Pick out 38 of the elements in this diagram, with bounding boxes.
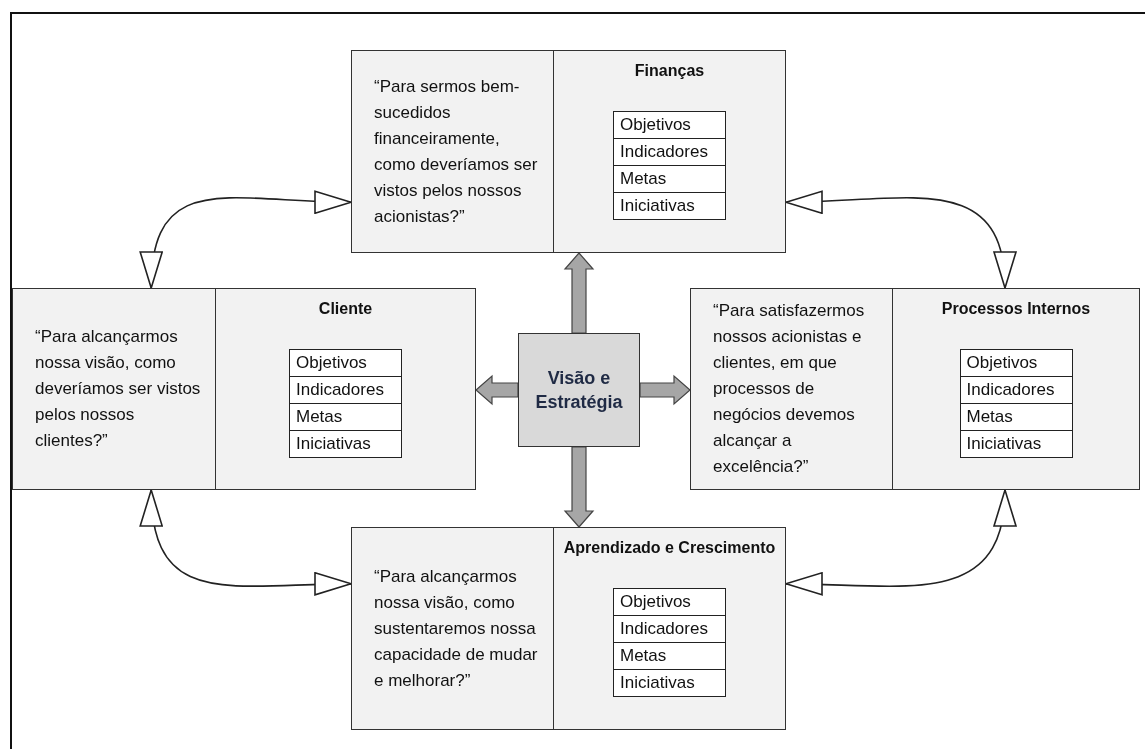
center-box xyxy=(518,333,640,447)
question-text: “Para alcançarmos nossa visão, como deveríamos ser vistos pelos nossos clientes?” xyxy=(35,326,202,452)
perspective-panel xyxy=(12,288,476,490)
question-text: “Para alcançarmos nossa visão, como sustentaremos nossa capacidade de mudar e melhorar?” xyxy=(374,565,539,692)
table-row: Iniciativas xyxy=(289,430,402,458)
table-row: Metas xyxy=(613,165,726,193)
table-row: Objetivos xyxy=(289,349,402,377)
table-row: Iniciativas xyxy=(613,669,726,697)
table-row: Indicadores xyxy=(289,376,402,404)
center-label: Visão e Estratégia xyxy=(535,367,623,414)
block-arrow xyxy=(563,446,595,528)
block-arrow xyxy=(475,374,519,406)
curved-arrow xyxy=(785,489,1015,597)
panel-heading: Finanças xyxy=(634,61,705,81)
block-arrow xyxy=(639,374,691,406)
panel-heading: Cliente xyxy=(318,299,373,319)
perspective-panel xyxy=(690,288,1140,490)
table-row: Metas xyxy=(959,403,1073,431)
table-row: Metas xyxy=(613,642,726,670)
table-row: Objetivos xyxy=(613,588,726,616)
curved-arrow xyxy=(785,189,1015,289)
block-arrow xyxy=(563,252,595,334)
table-row: Objetivos xyxy=(613,111,726,139)
panel-heading: Aprendizado e Crescimento xyxy=(563,538,776,558)
perspective-panel xyxy=(351,50,786,253)
table-row: Indicadores xyxy=(613,615,726,643)
table-row: Iniciativas xyxy=(613,192,726,220)
panel-heading: Processos Internos xyxy=(941,299,1091,319)
table-row: Objetivos xyxy=(959,349,1073,377)
question-text: “Para sermos bem-sucedidos financeiramente, como deveríamos ser vistos pelos nossos acionistas?” xyxy=(374,75,539,228)
question-text: “Para satisfazermos nossos acionistas e clientes, em que processos de negócios devemos alcançar a excelência?” xyxy=(713,300,866,478)
table-row: Metas xyxy=(289,403,402,431)
perspective-panel xyxy=(351,527,786,730)
table-row: Iniciativas xyxy=(959,430,1073,458)
curved-arrow xyxy=(141,489,352,597)
table-row: Indicadores xyxy=(613,138,726,166)
curved-arrow xyxy=(141,189,352,289)
table-row: Indicadores xyxy=(959,376,1073,404)
